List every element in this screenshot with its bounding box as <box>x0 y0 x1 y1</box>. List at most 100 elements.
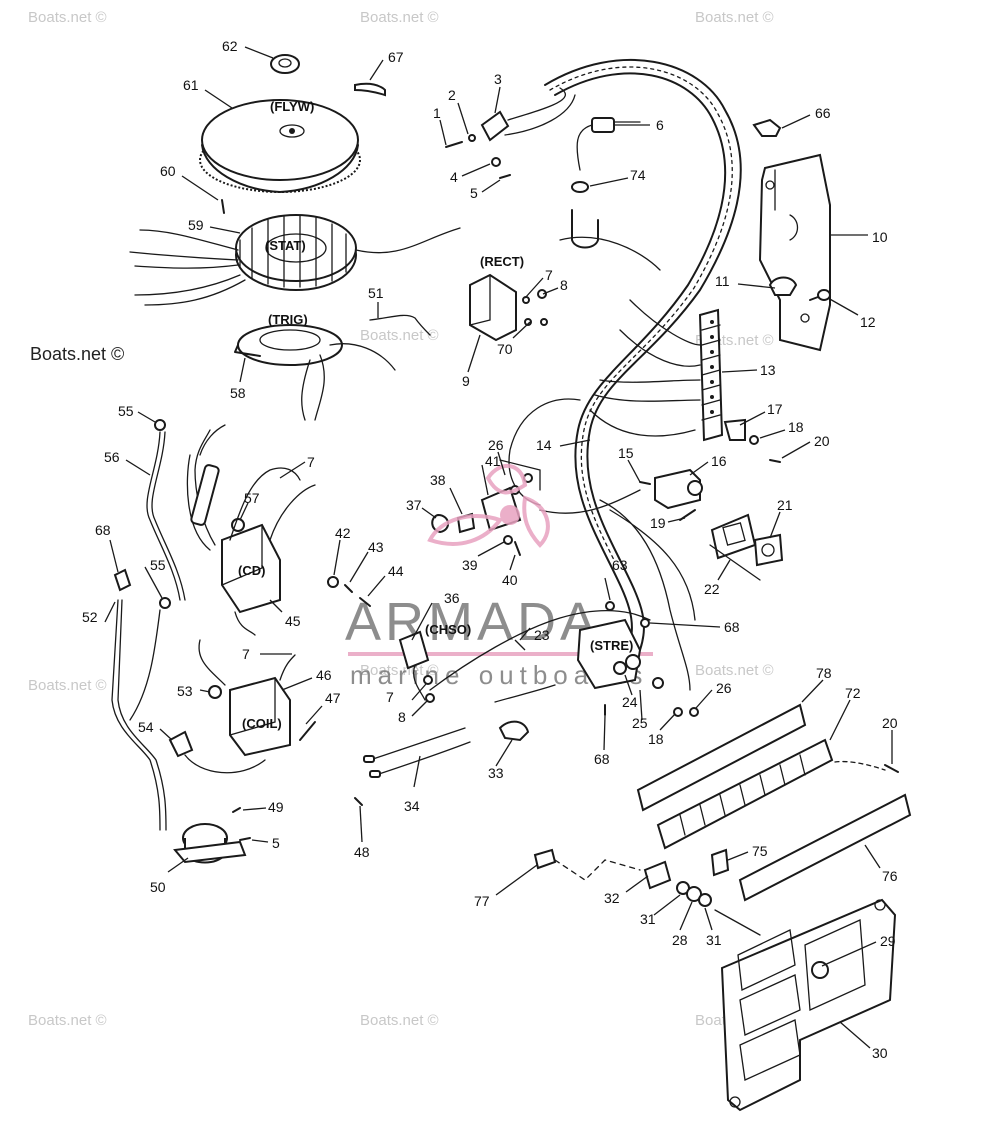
screw-5b <box>239 837 251 841</box>
strip-78 <box>636 703 807 812</box>
callout: 52 <box>82 609 98 625</box>
callout: 6 <box>656 117 664 133</box>
callout: 22 <box>704 581 720 597</box>
callout: 43 <box>368 539 384 555</box>
solenoid-50 <box>173 823 247 864</box>
clamp-11 <box>768 276 798 296</box>
callout: 14 <box>536 437 552 453</box>
brand-name: ARMADA <box>345 592 600 652</box>
bracket-plate <box>758 153 831 352</box>
watermark: Boats.net © <box>360 327 439 344</box>
nut-68b <box>640 618 650 628</box>
nut-26b <box>689 707 699 717</box>
callout: 53 <box>177 683 193 699</box>
credit-text: Boats.net © <box>30 344 124 364</box>
callout: 67 <box>388 49 404 65</box>
callout: 30 <box>872 1045 888 1061</box>
watermark: Boats.net © <box>28 1012 107 1029</box>
callout: 70 <box>497 341 513 357</box>
callout: 21 <box>777 497 793 513</box>
part-37 <box>431 513 449 534</box>
ignition-coil: (COIL) <box>198 639 296 757</box>
callout: 47 <box>325 690 341 706</box>
screw-48 <box>354 797 363 806</box>
nut-55b <box>159 597 171 609</box>
callout: 55 <box>118 403 134 419</box>
callout: 77 <box>474 893 490 909</box>
flywheel: (FLYW) <box>199 99 361 193</box>
callout: 75 <box>752 843 768 859</box>
flywheel-nut <box>270 54 300 74</box>
plug-68 <box>113 568 132 592</box>
callout: 51 <box>368 285 384 301</box>
callout: 54 <box>138 719 154 735</box>
trigger-tag: (TRIG) <box>268 312 308 327</box>
callout: 36 <box>444 590 460 606</box>
callout: 60 <box>160 163 176 179</box>
callout: 8 <box>398 709 406 725</box>
clip-74 <box>571 181 599 249</box>
callout: 16 <box>711 453 727 469</box>
callout: 20 <box>882 715 898 731</box>
washer-18b <box>673 707 683 717</box>
rectifier: (RECT) <box>469 254 548 342</box>
callouts: 62 67 61 60 59 51 58 1 2 3 4 5 6 74 66 1… <box>82 38 898 1061</box>
clip-75 <box>710 848 730 877</box>
watermark: Boats.net © <box>360 662 439 679</box>
callout: 68 <box>594 751 610 767</box>
callout: 2 <box>448 87 456 103</box>
callout: 24 <box>622 694 638 710</box>
callout: 38 <box>430 472 446 488</box>
watermark: Boats.net © <box>360 1012 439 1029</box>
callout: 45 <box>285 613 301 629</box>
screw-49 <box>232 807 241 813</box>
plate-76 <box>738 793 912 902</box>
screw-77 <box>533 848 557 870</box>
callout: 7 <box>386 689 394 705</box>
lead-56 <box>146 419 186 601</box>
washer-18 <box>749 435 759 445</box>
callout: 40 <box>502 572 518 588</box>
callout: 5 <box>470 185 478 201</box>
callout: 33 <box>488 765 504 781</box>
callout: 34 <box>404 798 420 814</box>
callout: 29 <box>880 933 896 949</box>
callout: 20 <box>814 433 830 449</box>
lead-51 <box>369 314 431 336</box>
terminal-block-72 <box>656 738 886 850</box>
rectifier-tag: (RECT) <box>480 254 524 269</box>
callout: 3 <box>494 71 502 87</box>
stator-tag: (STAT) <box>265 238 306 253</box>
callout: 42 <box>335 525 351 541</box>
callout: 39 <box>462 557 478 573</box>
callout: 5 <box>272 835 280 851</box>
plate-22 <box>709 513 761 581</box>
ignition-switch <box>639 468 703 521</box>
main-harness <box>508 58 742 691</box>
screw-44 <box>359 597 371 607</box>
callout: 25 <box>632 715 648 731</box>
callout: 7 <box>242 646 250 662</box>
callout: 7 <box>545 267 553 283</box>
guide-line-30 <box>714 909 761 936</box>
callout: 72 <box>845 685 861 701</box>
stator: (STAT) <box>129 214 461 306</box>
screw-40 <box>514 541 521 556</box>
callout: 46 <box>316 667 332 683</box>
terminal-block-13 <box>698 308 724 442</box>
callout: 12 <box>860 314 876 330</box>
dashed-guide-77 <box>554 859 641 881</box>
base-plate-30 <box>720 898 897 1112</box>
callout: 58 <box>230 385 246 401</box>
spark-boot <box>168 730 266 774</box>
callout: 17 <box>767 401 783 417</box>
callout: 4 <box>450 169 458 185</box>
callout: 31 <box>640 911 656 927</box>
screw-43 <box>344 584 353 593</box>
strap-17 <box>723 418 746 441</box>
callout: 41 <box>485 453 501 469</box>
callout: 10 <box>872 229 888 245</box>
bracket-3 <box>445 87 576 179</box>
nut-63 <box>605 601 615 611</box>
flywheel-key <box>354 82 386 97</box>
